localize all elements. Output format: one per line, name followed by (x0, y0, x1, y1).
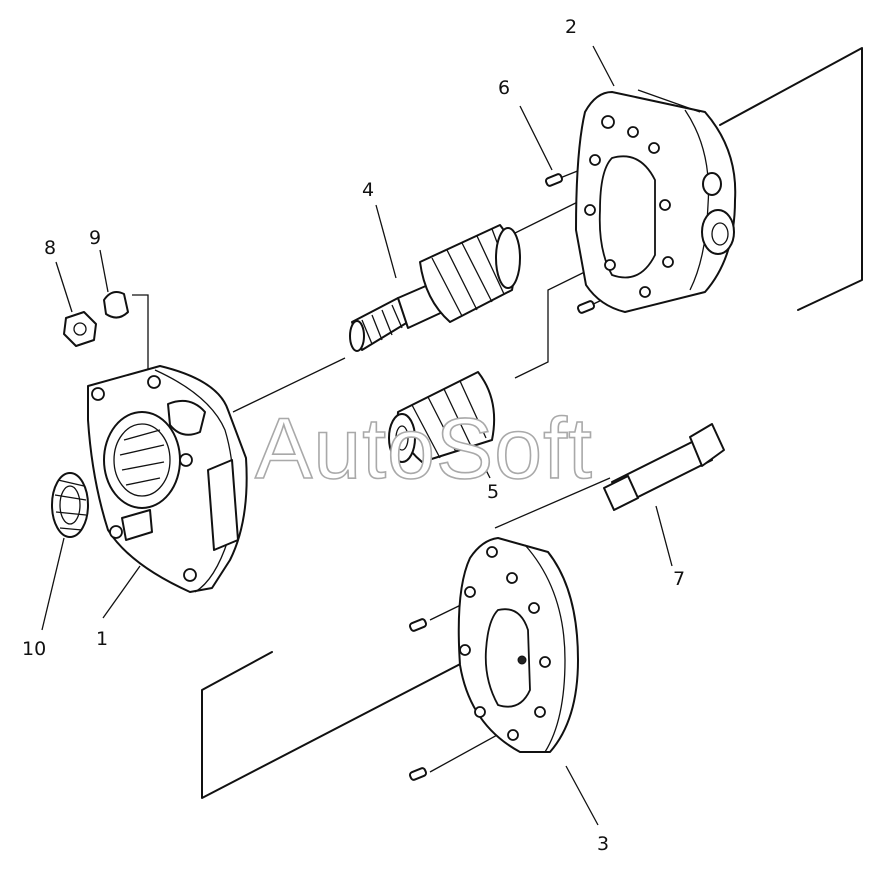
part-4-drive-gear-shaft (349, 224, 521, 352)
callout-9: 9 (89, 227, 101, 249)
callout-3: 3 (597, 833, 609, 855)
callout-10: 10 (22, 638, 46, 660)
callout-6: 6 (498, 77, 510, 99)
leader-lines (41, 45, 673, 826)
cover-dowel-upper (408, 618, 428, 632)
part-5-driven-gear (388, 371, 496, 463)
callout-7: 7 (673, 568, 685, 590)
part-6-dowel-pin (544, 173, 564, 187)
callout-1: 1 (96, 628, 108, 650)
callout-5: 5 (487, 481, 499, 503)
dowel-pin-lower (576, 300, 596, 314)
part-3-cover (457, 537, 579, 753)
part-7-bolt (603, 423, 725, 511)
assembly-lines (132, 47, 863, 799)
part-8-nut (63, 311, 97, 347)
cover-dowel-lower (408, 767, 428, 781)
callout-2: 2 (565, 16, 577, 38)
callout-8: 8 (44, 237, 56, 259)
part-2-pump-housing (575, 89, 737, 313)
part-10-seal (51, 472, 89, 538)
part-1-flange-body (87, 365, 248, 593)
watermark-text: AutoSoft (255, 401, 593, 497)
callouts: 1 2 3 4 5 6 7 8 9 10 (22, 16, 685, 855)
part-9-washer (103, 291, 129, 319)
callout-4: 4 (362, 179, 374, 201)
